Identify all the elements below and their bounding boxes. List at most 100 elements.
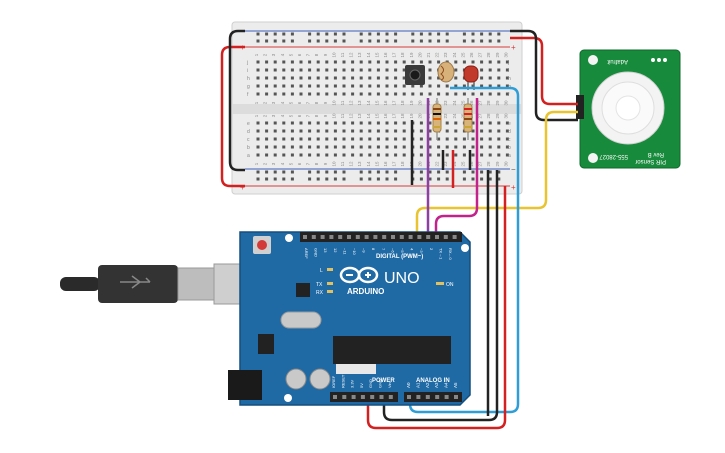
breadboard-column-number: 20 — [417, 52, 422, 58]
digital-pin[interactable] — [426, 235, 431, 239]
digital-pin[interactable] — [347, 235, 351, 239]
digital-pin[interactable] — [338, 235, 343, 239]
power-pin[interactable] — [370, 395, 375, 399]
digital-pin-label: ~11 — [342, 248, 347, 255]
breadboard-column-number: 2 — [263, 101, 268, 104]
resistor-2[interactable] — [463, 98, 473, 140]
photoresistor[interactable] — [437, 61, 455, 83]
breadboard-column-number: 29 — [495, 100, 500, 106]
digital-pin[interactable] — [391, 235, 395, 239]
breadboard-hole — [265, 60, 269, 64]
digital-pin[interactable] — [311, 235, 316, 239]
breadboard-hole — [471, 129, 475, 133]
digital-pin[interactable] — [303, 235, 307, 239]
wire-black-pir-gnd[interactable] — [510, 29, 578, 122]
breadboard-hole — [351, 129, 355, 133]
breadboard-hole — [368, 92, 372, 96]
breadboard-hole — [368, 76, 372, 80]
rail-hole — [462, 32, 466, 36]
wire-blue-analog[interactable] — [408, 86, 520, 414]
power-pin[interactable] — [388, 395, 393, 399]
power-pin-label: GND — [378, 379, 383, 388]
reset-button-cap — [257, 240, 267, 250]
breadboard-hole — [497, 129, 501, 133]
usb-cable[interactable] — [60, 263, 249, 305]
wire-red-5v[interactable] — [366, 186, 507, 430]
breadboard-column-number: 14 — [366, 113, 371, 119]
breadboard-hole — [394, 76, 398, 80]
breadboard-hole — [454, 137, 458, 141]
breadboard-hole — [282, 121, 286, 125]
wire-black-gnd[interactable] — [382, 170, 499, 422]
breadboard-hole — [308, 153, 312, 157]
digital-pin[interactable] — [408, 235, 413, 239]
resistor-1[interactable] — [432, 98, 442, 140]
wire-red-left-rail[interactable] — [220, 45, 245, 188]
breadboard-hole — [385, 121, 389, 125]
breadboard-hole — [488, 145, 492, 149]
arduino-uno[interactable]: ARDUINO UNO DIGITAL (PWM~) POWER ANALOG … — [228, 231, 471, 406]
wire-yellow-pir-signal[interactable] — [415, 110, 578, 232]
breadboard-hole — [505, 68, 509, 72]
power-pin[interactable] — [342, 395, 347, 399]
digital-pin[interactable] — [329, 235, 334, 239]
digital-label: DIGITAL (PWM~) — [376, 254, 423, 260]
breadboard-hole — [497, 92, 501, 96]
breadboard-hole — [342, 92, 346, 96]
breadboard-column-number: 20 — [417, 113, 422, 119]
digital-pin[interactable] — [373, 235, 378, 239]
breadboard-column-number: 7 — [306, 101, 311, 104]
analog-pin[interactable] — [416, 395, 421, 399]
breadboard-hole — [333, 137, 337, 141]
breadboard-column-number: 24 — [452, 161, 457, 167]
digital-pin[interactable] — [320, 235, 325, 239]
power-pin[interactable] — [379, 395, 384, 399]
breadboard-column-number: 30 — [503, 52, 508, 58]
breadboard-hole — [411, 92, 415, 96]
breadboard-hole — [505, 84, 509, 88]
digital-pin[interactable] — [435, 235, 439, 239]
breadboard-hole — [428, 68, 432, 72]
breadboard-hole — [359, 68, 363, 72]
digital-pin[interactable] — [417, 235, 422, 239]
breadboard-column-number: 1 — [254, 114, 259, 117]
digital-pin[interactable] — [382, 235, 387, 239]
analog-pin[interactable] — [454, 395, 458, 399]
breadboard-hole — [462, 60, 466, 64]
breadboard-column-number: 26 — [469, 161, 474, 167]
power-pin[interactable] — [351, 395, 356, 399]
breadboard-hole — [359, 153, 363, 157]
digital-pin[interactable] — [364, 235, 369, 239]
power-pin[interactable] — [360, 395, 365, 399]
analog-pin[interactable] — [444, 395, 449, 399]
breadboard-hole — [333, 76, 337, 80]
breadboard-hole — [437, 60, 441, 64]
wire-black-left-rail[interactable] — [228, 29, 245, 172]
pushbutton[interactable] — [405, 65, 425, 85]
breadboard-hole — [437, 92, 441, 96]
breadboard-hole — [385, 153, 389, 157]
pir-sensor[interactable]: Adafruit 555-28027 PIR Sensor Rev B — [576, 49, 681, 169]
analog-header — [404, 392, 462, 402]
breadboard[interactable]: − + − + − + − + 111122223333444455556666… — [231, 21, 523, 195]
digital-pin[interactable] — [355, 235, 360, 239]
resistor-1-band-1 — [433, 108, 441, 110]
analog-pin[interactable] — [407, 395, 411, 399]
power-pin[interactable] — [333, 395, 337, 399]
breadboard-hole — [445, 129, 449, 133]
breadboard-hole — [419, 121, 423, 125]
breadboard-column-number: 2 — [263, 162, 268, 165]
analog-pin[interactable] — [425, 395, 430, 399]
breadboard-hole — [316, 92, 320, 96]
breadboard-column-number: 27 — [478, 113, 483, 119]
analog-pin[interactable] — [435, 395, 440, 399]
digital-pin[interactable] — [399, 235, 404, 239]
digital-pin[interactable] — [443, 235, 448, 239]
breadboard-hole — [428, 92, 432, 96]
breadboard-hole — [299, 76, 303, 80]
wire-magenta-led-signal[interactable] — [434, 98, 479, 232]
digital-pin[interactable] — [452, 235, 457, 239]
breadboard-hole — [471, 145, 475, 149]
breadboard-hole — [256, 68, 260, 72]
breadboard-hole — [505, 121, 509, 125]
